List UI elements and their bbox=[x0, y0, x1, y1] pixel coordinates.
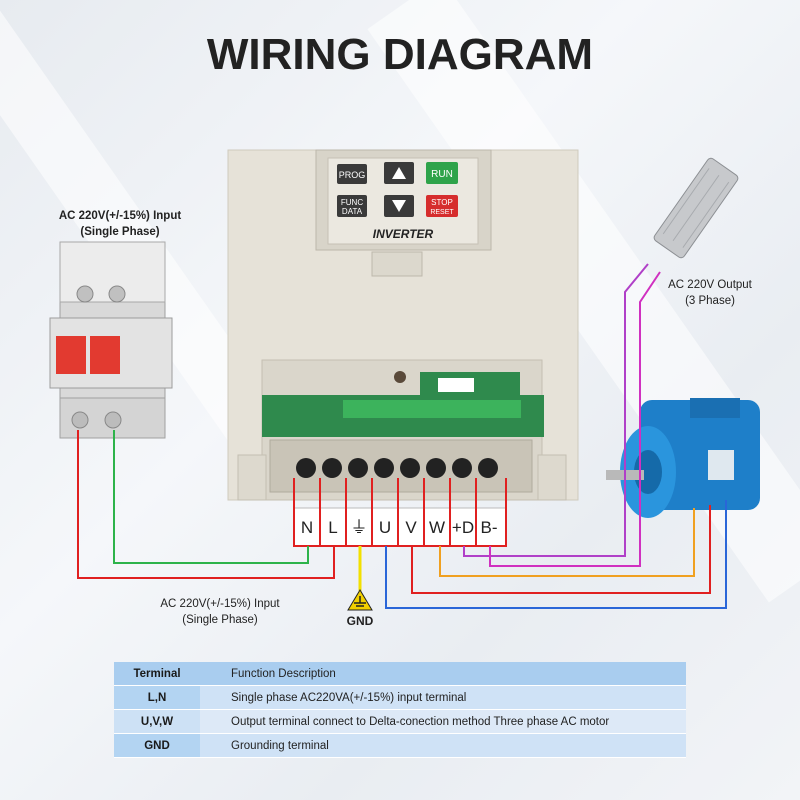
wires bbox=[77, 263, 727, 609]
brake-resistor bbox=[653, 157, 739, 259]
output-label: AC 220V Output (3 Phase) bbox=[655, 277, 765, 309]
table-cell-desc: Output terminal connect to Delta-conecti… bbox=[200, 709, 686, 734]
terminal-W: W bbox=[429, 518, 445, 537]
table-cell-terminal: U,V,W bbox=[114, 709, 200, 734]
bottom-input-label: AC 220V(+/-15%) Input (Single Phase) bbox=[140, 596, 300, 628]
table-header-terminal: Terminal bbox=[114, 662, 200, 686]
output-phase-text: (3 Phase) bbox=[685, 295, 735, 307]
bottom-input-text: AC 220V(+/-15%) Input bbox=[160, 598, 280, 610]
circuit-breaker bbox=[49, 241, 173, 439]
table-cell-terminal: L,N bbox=[114, 685, 200, 710]
inverter-brand: INVERTER bbox=[373, 227, 434, 241]
terminal-table: Terminal Function Description L,N Single… bbox=[114, 662, 686, 758]
table-row: GND Grounding terminal bbox=[114, 733, 686, 758]
terminal-N: N bbox=[301, 518, 313, 537]
output-text: AC 220V Output bbox=[668, 279, 752, 291]
table-header-row: Terminal Function Description bbox=[114, 662, 686, 686]
terminal-label-box: N L ⏚ U V W +D B- bbox=[293, 507, 507, 547]
terminal-B-minus: B- bbox=[481, 518, 498, 537]
breaker-input-text: AC 220V(+/-15%) Input bbox=[58, 210, 182, 222]
ground-symbol-icon bbox=[347, 589, 373, 611]
keypad-reset-label: RESET bbox=[430, 209, 454, 216]
table-cell-terminal: GND bbox=[114, 733, 200, 758]
terminal-U: U bbox=[379, 518, 391, 537]
table-header-desc: Function Description bbox=[200, 662, 686, 686]
keypad-run-label: RUN bbox=[431, 169, 453, 180]
page-title: WIRING DIAGRAM bbox=[206, 30, 594, 79]
keypad-stop-label: STOP bbox=[431, 198, 453, 207]
bottom-phase-text: (Single Phase) bbox=[182, 614, 258, 626]
terminal-screws bbox=[296, 458, 498, 478]
keypad-prog-label: PROG bbox=[339, 170, 366, 180]
keypad-data-label: DATA bbox=[342, 207, 363, 216]
table-row: L,N Single phase AC220VA(+/-15%) input t… bbox=[114, 685, 686, 710]
keypad-func-label: FUNC bbox=[341, 198, 363, 207]
terminal-ground: ⏚ bbox=[351, 518, 368, 537]
table-row: U,V,W Output terminal connect to Delta-c… bbox=[114, 709, 686, 734]
terminal-plus-D: +D bbox=[452, 518, 474, 537]
motor bbox=[606, 398, 760, 518]
breaker-phase-text: (Single Phase) bbox=[80, 226, 160, 238]
table-cell-desc: Grounding terminal bbox=[200, 733, 686, 758]
terminal-L: L bbox=[328, 518, 337, 537]
terminal-V: V bbox=[405, 518, 417, 537]
inverter bbox=[227, 149, 579, 501]
breaker-input-label: AC 220V(+/-15%) Input (Single Phase) bbox=[45, 208, 195, 240]
gnd-label: GND bbox=[346, 614, 374, 628]
table-cell-desc: Single phase AC220VA(+/-15%) input termi… bbox=[200, 685, 686, 710]
